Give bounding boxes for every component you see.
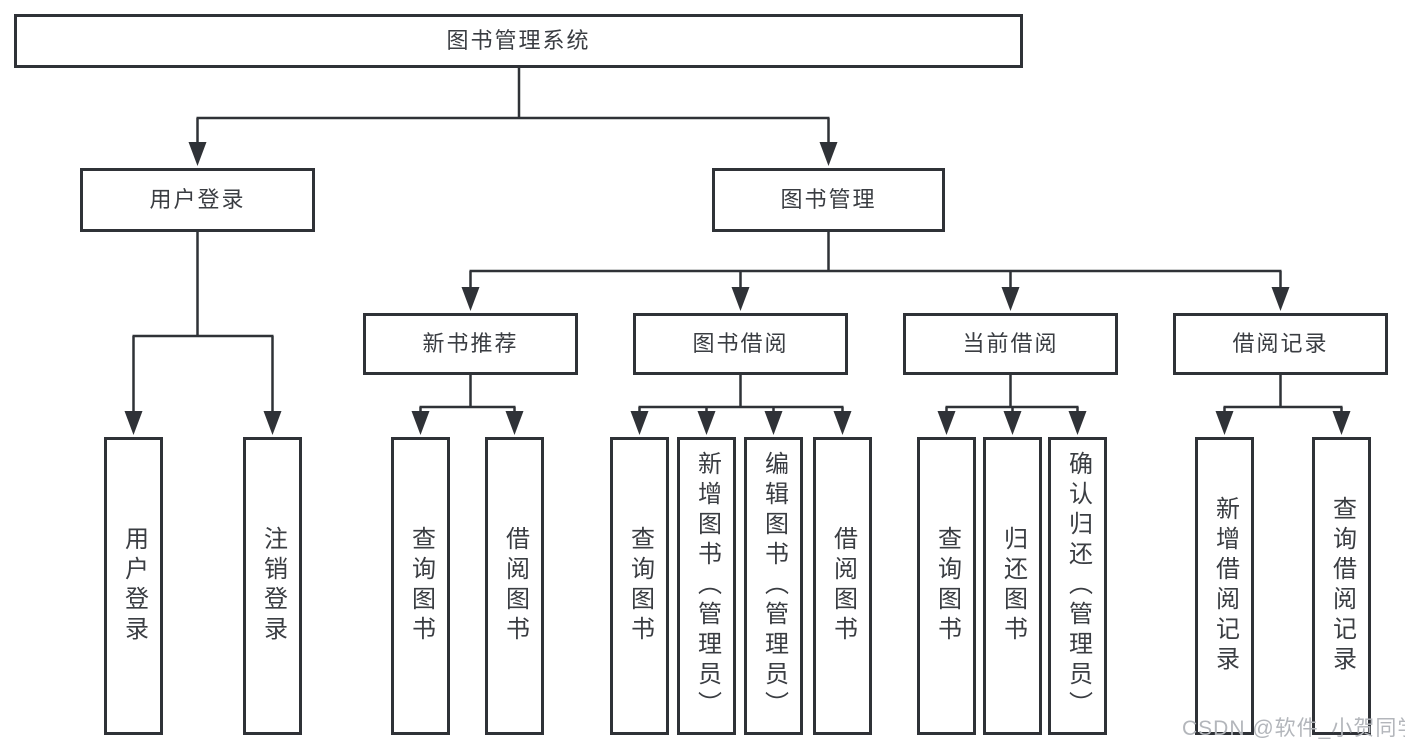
- tree-edges: [132, 68, 1343, 415]
- node-root: 图书管理系统: [14, 14, 1023, 68]
- node-current-borrow: 当前借阅: [903, 313, 1118, 375]
- leaf-br-query-record: 查询借阅记录: [1312, 437, 1371, 735]
- leaf-bb-borrow-book: 借阅图书: [813, 437, 872, 735]
- leaf-cb-query-book: 查询图书: [917, 437, 976, 735]
- watermark-text: CSDN @软件_小贺同学: [1182, 717, 1405, 740]
- arrowheads: [124, 142, 1351, 435]
- leaf-cb-confirm-return-admin: 确认归还（管理员）: [1048, 437, 1107, 735]
- node-borrow-record: 借阅记录: [1173, 313, 1388, 375]
- node-user-login: 用户登录: [80, 168, 315, 232]
- node-new-book-recommend: 新书推荐: [363, 313, 578, 375]
- leaf-bb-edit-book-admin: 编辑图书（管理员）: [744, 437, 803, 735]
- leaf-nbr-borrow-book: 借阅图书: [485, 437, 544, 735]
- leaf-bb-add-book-admin: 新增图书（管理员）: [677, 437, 736, 735]
- leaf-logout: 注销登录: [243, 437, 302, 735]
- leaf-nbr-query-book: 查询图书: [391, 437, 450, 735]
- leaf-cb-return-book: 归还图书: [983, 437, 1042, 735]
- node-book-management: 图书管理: [712, 168, 945, 232]
- node-book-borrow: 图书借阅: [633, 313, 848, 375]
- leaf-user-login: 用户登录: [104, 437, 163, 735]
- leaf-bb-query-book: 查询图书: [610, 437, 669, 735]
- leaf-br-add-record: 新增借阅记录: [1195, 437, 1254, 735]
